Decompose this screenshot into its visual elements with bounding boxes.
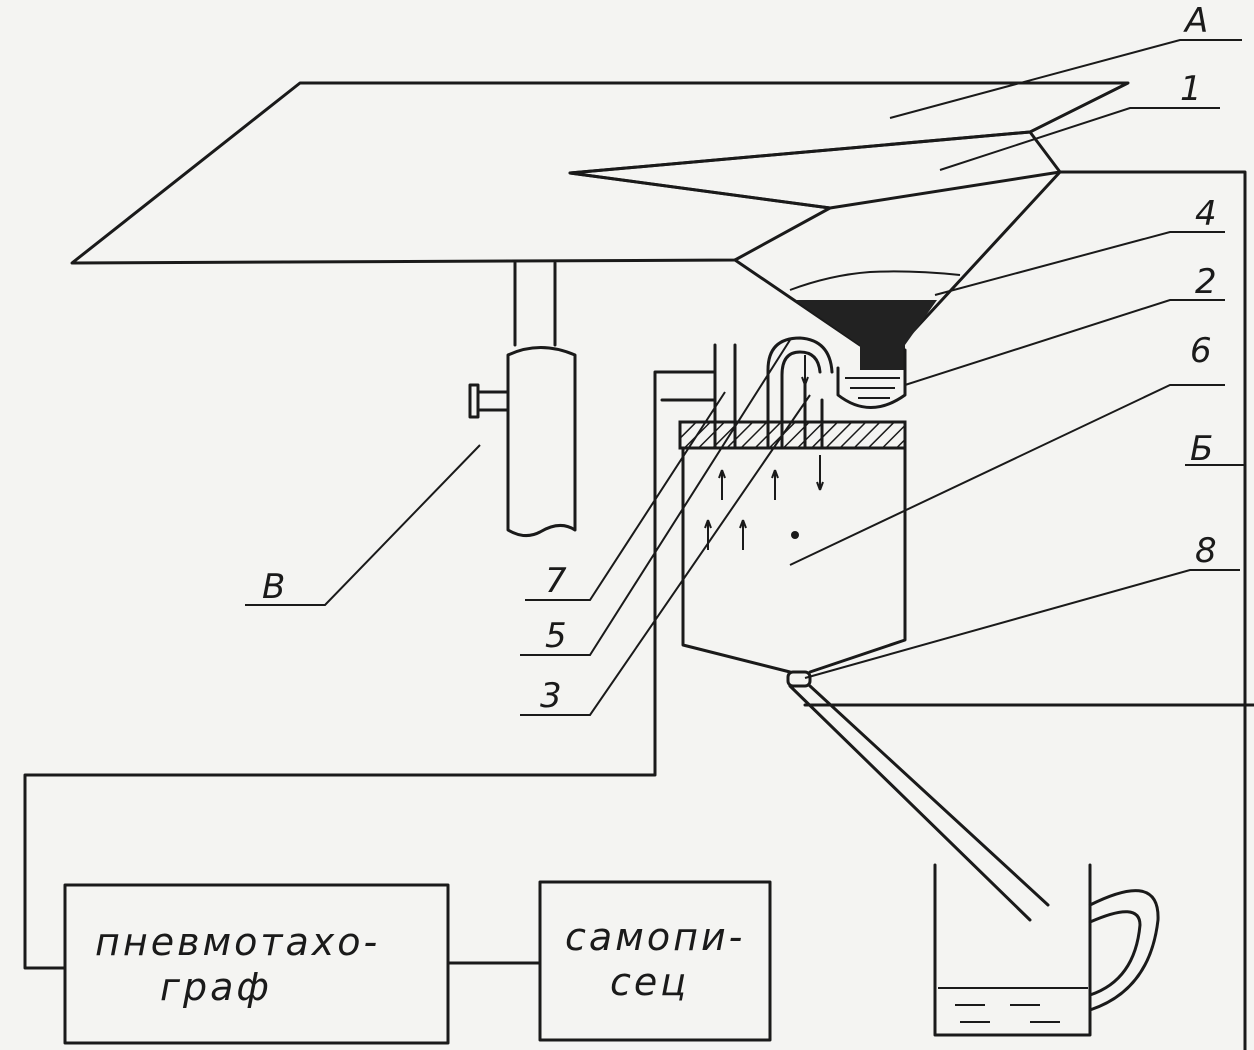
screw-head [468,383,480,419]
frame-b-line [803,170,1254,1050]
label-3: 3 [540,676,562,716]
beaker-liquid [938,987,1088,1023]
stand-rod [513,261,557,347]
label-5: 5 [545,616,567,656]
valve-8 [786,670,812,688]
funnel-spout [860,340,905,370]
tank-lid [678,420,907,450]
sediment-4 [795,300,937,345]
label-2: 2 [1195,262,1217,302]
recorder-box [538,880,772,1042]
drain-tube [788,684,1050,922]
pneumotachograph-box [63,883,450,1045]
stand-clamp [506,346,577,537]
air-line [23,370,717,970]
label-4: 4 [1195,194,1217,234]
recorder-label-1: самопи- [565,915,745,959]
label-1: 1 [1180,69,1202,109]
label-b: Б [1190,429,1213,469]
pneumotachograph-label-1: пневмотахо- [95,920,380,964]
cup-2-liquid [845,377,900,399]
tank-6 [681,446,907,674]
funnel-1 [568,130,1062,210]
label-a: А [1183,1,1208,41]
tube-7 [713,343,737,450]
label-6: 6 [1190,331,1212,371]
tube-5 [766,336,834,450]
label-7: 7 [545,561,567,601]
flow-arrows [704,355,824,550]
recorder-label-2: сец [610,960,689,1004]
clamp-screw [476,390,510,412]
beaker [933,863,1160,1037]
funnel-cone [733,170,1062,347]
cup-2 [836,348,907,409]
label-v: В [262,567,285,607]
funnel-fill-surface [789,270,961,291]
leader-lines [245,39,1245,716]
pneumotachograph-label-2: граф [160,965,272,1009]
plate-a [70,81,1130,265]
tube-3 [803,378,824,450]
label-8: 8 [1195,531,1217,571]
